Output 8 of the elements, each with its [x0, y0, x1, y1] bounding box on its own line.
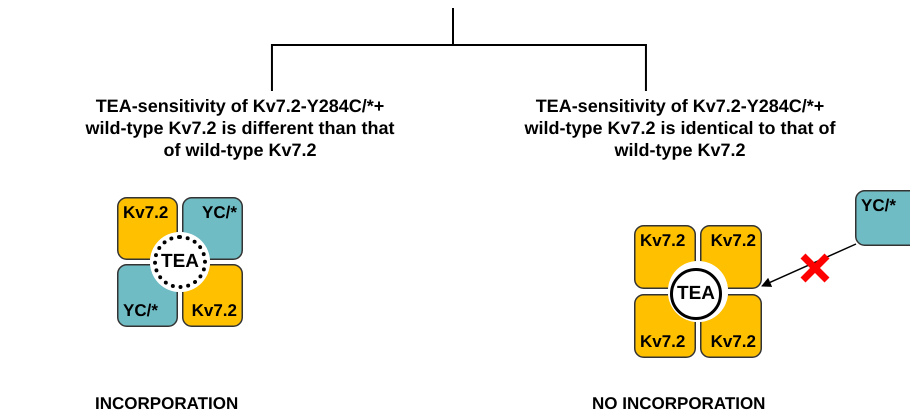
tea-circle: TEA: [153, 235, 207, 289]
heading-text: TEA-sensitivity of Kv7.2-Y284C/*+ wild-type Kv7.2 is different than that of wild-type Kv7.2: [85, 95, 395, 165]
bracket-line: [452, 8, 647, 91]
tea-circle: TEA: [670, 268, 722, 320]
heading-text: TEA-sensitivity of Kv7.2-Y284C/*+ wild-type Kv7.2 is identical to that of wild-type Kv7.2: [520, 95, 840, 165]
outcome-label: NO INCORPORATION: [592, 394, 766, 414]
subunit-box: YC/*: [855, 190, 910, 246]
outcome-label: INCORPORATION: [95, 394, 238, 414]
